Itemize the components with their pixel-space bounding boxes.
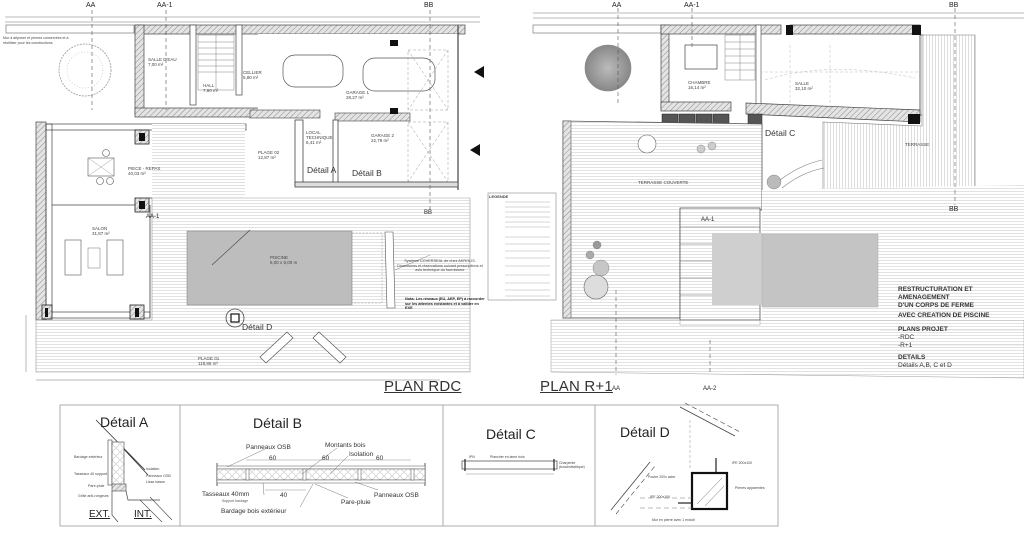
detail-a-label-isolation: Isolation — [146, 467, 160, 471]
detail-b-dim-2: 60 — [322, 455, 330, 462]
detail-c-label-charpente: Charpente (bois/métallique) — [559, 461, 585, 469]
details-strip — [59, 402, 779, 527]
section-marker-aa2-r1-bottom: AA-2 — [703, 386, 717, 392]
section-marker-bb-r1-bottom: BB — [949, 206, 959, 213]
detail-b-label-panneaux-osb-top: Panneaux OSB — [246, 444, 291, 451]
section-marker-aa1-rdc-mid: AA-1 — [146, 214, 160, 220]
section-marker-aa-rdc: AA — [86, 2, 96, 9]
section-marker-aa1-r1-mid: AA-1 — [701, 217, 715, 223]
section-marker-bb-rdc-mid: BB — [424, 210, 433, 216]
section-marker-aa1-r1: AA-1 — [684, 2, 700, 9]
detail-b-label-tasseaux: Tasseaux 40mm — [202, 491, 250, 498]
section-marker-aa-r1-bottom: AA — [612, 386, 621, 392]
plans-heading: PLANS PROJET — [898, 326, 948, 333]
callout-detail-d: Détail D — [242, 322, 273, 332]
plan-r1 — [532, 8, 1024, 379]
detail-a-ext-label: EXT. — [89, 509, 111, 520]
section-marker-aa-r1: AA — [612, 2, 622, 9]
callout-detail-b: Détail B — [352, 168, 382, 178]
plan-r1-title: PLAN R+1 — [540, 378, 613, 395]
plan-rdc — [5, 10, 557, 381]
plans-item-rdc: -RDC — [898, 334, 915, 341]
section-marker-bb-rdc: BB — [424, 2, 434, 9]
title-block: RESTRUCTURATION ET AMENAGEMENT D'UN CORP… — [898, 286, 1022, 370]
detail-c-title: Détail C — [486, 426, 536, 442]
site-note: Mur à déposer et pierres conservées et à… — [3, 36, 69, 45]
callout-detail-a: Détail A — [307, 165, 337, 175]
detail-b-label-panneaux-osb-bottom: Panneaux OSB — [374, 492, 419, 499]
detail-a-label-tasseaux: Tasseaux 40 support — [74, 472, 108, 476]
detail-d-label-pierres: Pierres apparentes — [735, 486, 765, 490]
callout-detail-c: Détail C — [765, 128, 796, 138]
detail-d-label-ipe-top: IPE 200x100 — [732, 461, 753, 465]
detail-b-dim-bottom: 40 — [280, 492, 288, 499]
plan-rdc-title: PLAN RDC — [384, 378, 462, 395]
project-title-line-3: AVEC CREATION DE PISCINE — [898, 312, 990, 319]
detail-c-label-ipn: IPN — [469, 455, 475, 459]
project-title-line-1: RESTRUCTURATION ET AMENAGEMENT — [898, 286, 973, 301]
detail-a-label-bardage: Bardage extérieur — [74, 455, 103, 459]
detail-a-label-pare-pluie: Pare-pluie — [88, 484, 105, 488]
detail-a-label-lisse: Lisse basse — [146, 480, 165, 484]
room-label-terrasse-couverte: TERRASSE COUVERTE — [638, 180, 689, 185]
detail-d-label-ipe-bottom: IPE 200x100 — [650, 495, 671, 499]
detail-b-title: Détail B — [253, 415, 303, 431]
detail-b-label-montants: Montants bois — [325, 442, 366, 449]
detail-d-label-poutre: Poutre 200x acier — [648, 475, 676, 479]
detail-d-label-mur: Mur en pierre avec 1 enduit — [652, 518, 695, 522]
detail-b-label-bardage: Bardage bois extérieur — [221, 508, 287, 515]
detail-d-title: Détail D — [620, 424, 670, 440]
detail-c-label-plancher: Plancher en lame bois — [490, 455, 525, 459]
note-coverseal: Système COVERSEAL de chez AKROLIS. Dimen… — [397, 259, 483, 272]
detail-b-dim-1: 60 — [269, 455, 277, 462]
note-reseaux: Nota: Les réseaux (EU, AEP, EP) à raccor… — [405, 297, 485, 310]
detail-a-int-label: INT. — [134, 509, 152, 520]
detail-a-label-osb: Panneaux OSB — [146, 474, 171, 478]
detail-b-label-pare-pluie: Pare-pluie — [341, 499, 371, 506]
details-heading: DETAILS — [898, 354, 926, 361]
legend-title: LEGENDE — [489, 194, 509, 199]
detail-a-label-grille: Grille anti-rongeurs — [78, 494, 109, 498]
detail-b-label-isolation: Isolation — [349, 451, 374, 458]
details-items: Détails A,B, C et D — [898, 362, 952, 369]
section-marker-bb-r1: BB — [949, 2, 959, 9]
detail-b-label-tasseaux-sub: Support bardage — [222, 499, 249, 503]
project-title-line-2: D'UN CORPS DE FERME — [898, 302, 974, 309]
detail-b-dim-3: 60 — [376, 455, 384, 462]
room-label-terrasse: TERRASSE — [905, 142, 930, 147]
detail-a-title: Détail A — [100, 414, 149, 430]
plans-item-r1: -R+1 — [898, 342, 913, 349]
section-marker-aa1-rdc: AA-1 — [157, 2, 173, 9]
